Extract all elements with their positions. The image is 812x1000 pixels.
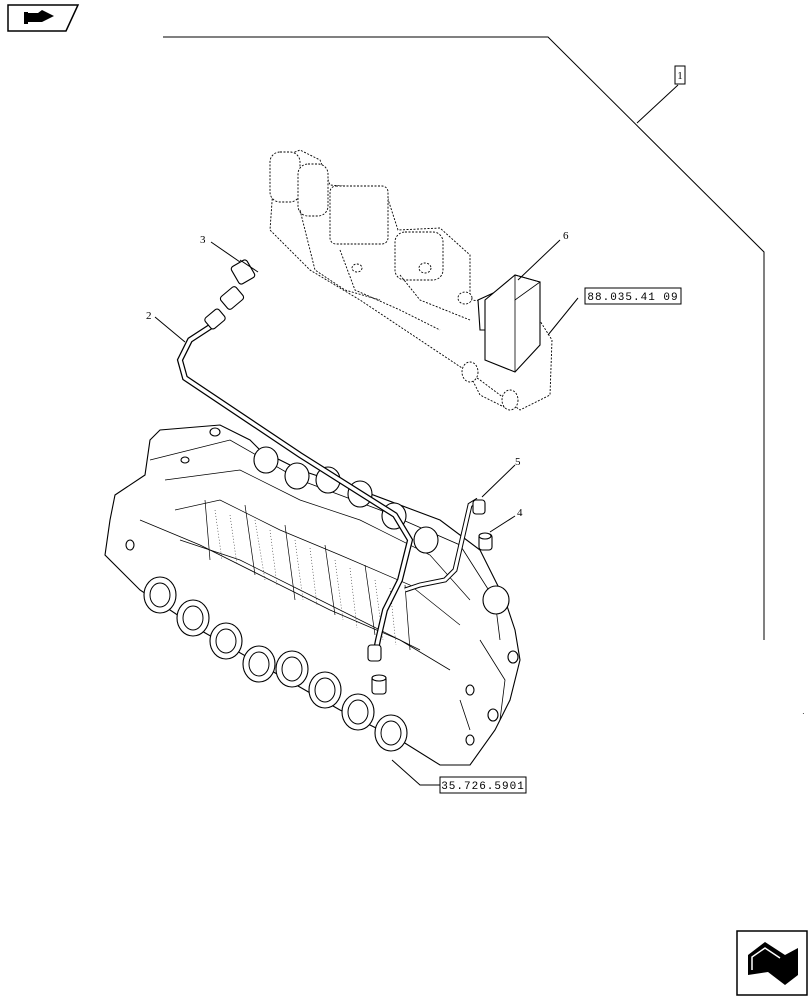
reference-text-top: 88.035.41 09 [587,292,678,304]
group-bracket: 1 [163,36,765,640]
callout-1: 1 [677,70,683,82]
spool-ends-front [143,576,408,752]
part-4-fitting: 4 [478,507,523,551]
arrow-return-icon [748,942,798,985]
callout-3: 3 [200,234,206,246]
part-3-adapter: 3 [200,234,259,310]
part-5-pipe: 5 [404,456,521,593]
part-2-pipe: 2 [146,308,414,662]
phantom-valve-assembly [269,149,553,411]
hand-pointing-right-icon [24,10,54,24]
svg-text:·: · [802,709,805,718]
next-page-button[interactable] [736,930,808,996]
reference-text-bottom: 35.726.5901 [441,781,525,793]
callout-2: 2 [146,310,152,322]
prev-page-button[interactable] [7,4,80,32]
part-4-fitting-lower [371,674,387,695]
callout-5: 5 [515,456,521,468]
reference-label-bottom: 35.726.5901 [391,759,527,794]
callout-6: 6 [563,230,569,242]
part-6-solenoid-cover: 6 [477,230,569,373]
callout-4: 4 [517,507,523,519]
reference-label-top: 88.035.41 09 [547,287,682,336]
